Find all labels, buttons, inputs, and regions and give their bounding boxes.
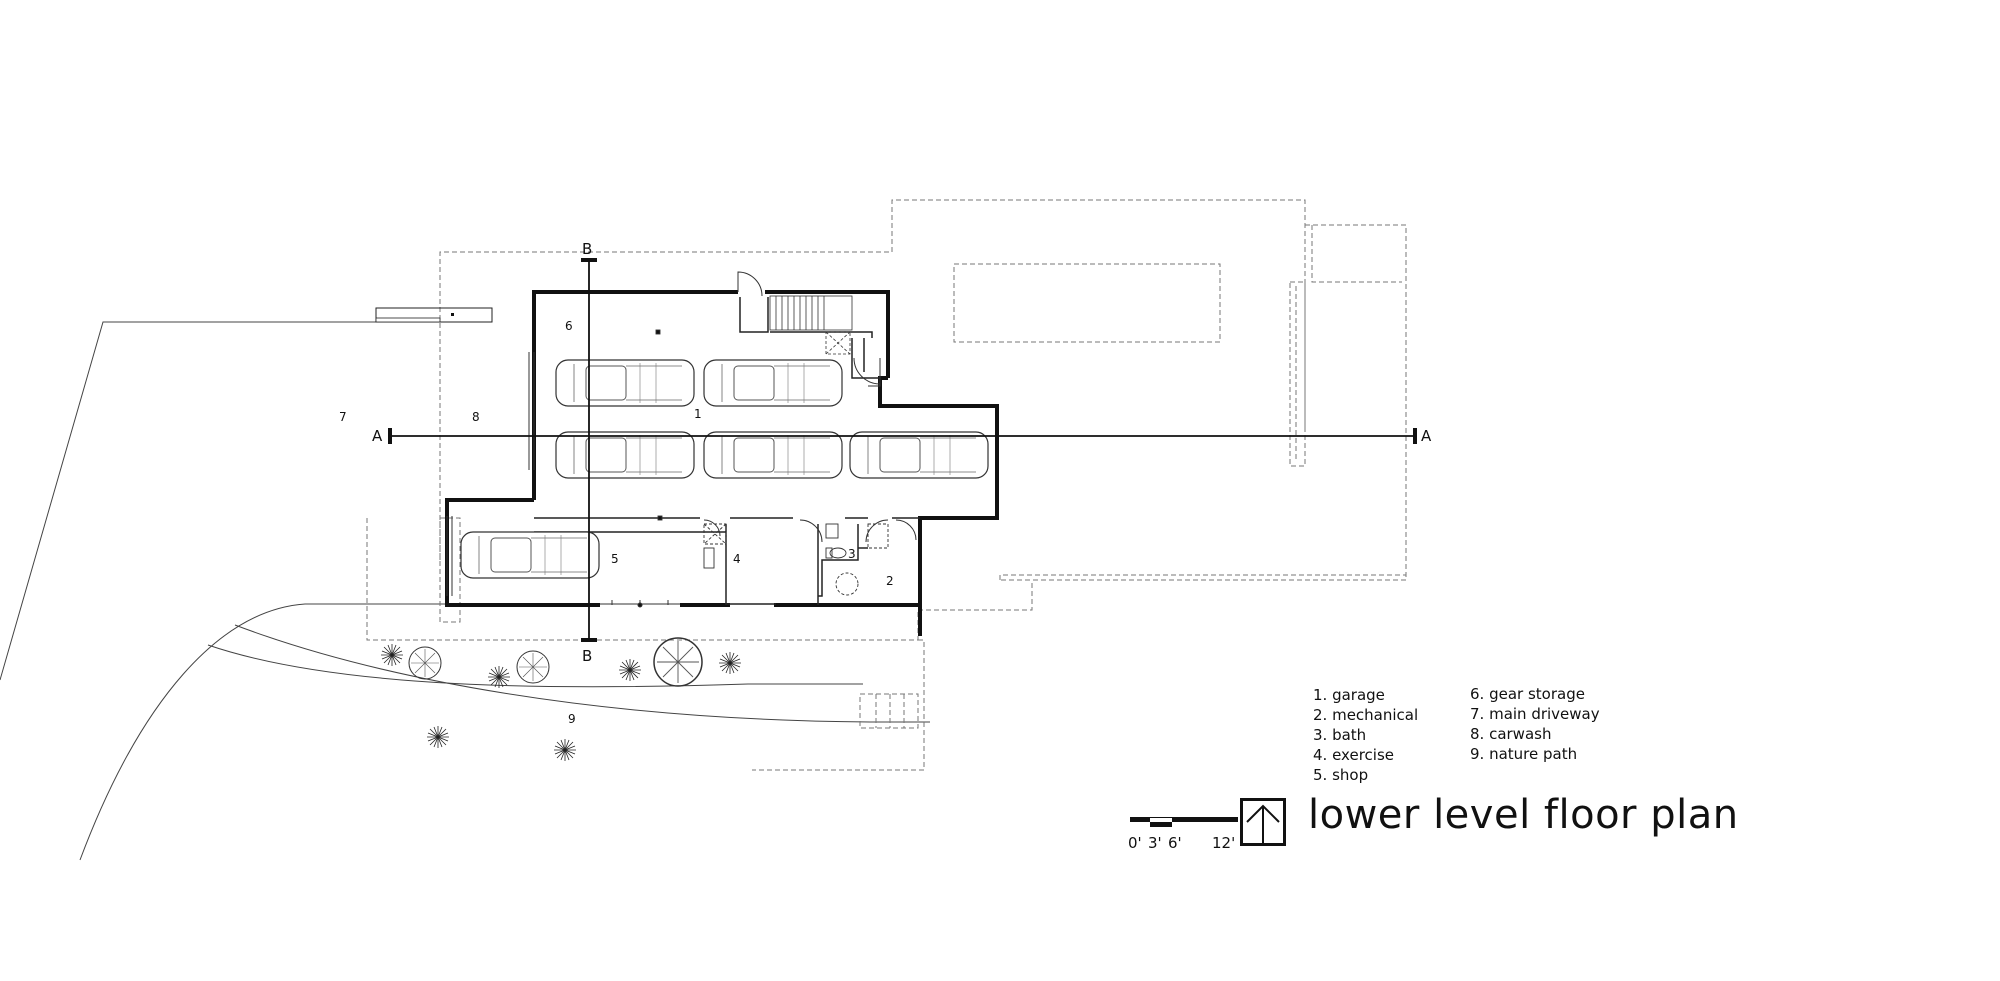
doors: [600, 271, 917, 608]
section-label-a-right: A: [1421, 427, 1432, 445]
room-label-6: 6: [565, 319, 573, 333]
scale-label-3: 3': [1148, 834, 1162, 852]
stairs: [769, 295, 853, 355]
section-line-b: [581, 258, 597, 642]
section-line-a: [388, 428, 1417, 444]
room-label-8: 8: [472, 410, 480, 424]
section-label-a-left: A: [372, 427, 383, 445]
room-label-4: 4: [733, 552, 741, 566]
room-label-2: 2: [886, 574, 894, 588]
room-label-9: 9: [568, 712, 576, 726]
legend-item: 7. main driveway: [1470, 705, 1600, 723]
legend-item: 1. garage: [1313, 686, 1385, 704]
legend-item: 6. gear storage: [1470, 685, 1585, 703]
legend-item: 9. nature path: [1470, 745, 1578, 763]
legend-item: 2. mechanical: [1313, 706, 1419, 724]
site-lines: [0, 321, 930, 861]
legend-column-2: 6. gear storage 7. main driveway 8. carw…: [1470, 684, 1600, 764]
room-label-7: 7: [339, 410, 347, 424]
scale-label-6: 6': [1168, 834, 1182, 852]
room-label-5: 5: [611, 552, 619, 566]
section-label-b-bottom: B: [582, 647, 592, 665]
scale-label-0: 0': [1128, 834, 1142, 852]
legend-item: 5. shop: [1313, 766, 1369, 784]
room-label-1: 1: [694, 407, 702, 421]
legend-item: 3. bath: [1313, 726, 1367, 744]
page-title: lower level floor plan: [1308, 792, 1739, 838]
section-label-b-top: B: [582, 240, 592, 258]
planter: [375, 307, 493, 323]
upper-level-outline: [366, 199, 1407, 771]
legend-item: 8. carwash: [1470, 725, 1552, 743]
parked-cars: [460, 359, 989, 579]
room-label-3: 3: [848, 547, 856, 561]
carwash-glazing: [446, 352, 535, 596]
legend-item: 4. exercise: [1313, 746, 1394, 764]
north-arrow-icon: [1240, 798, 1286, 846]
scale-label-12: 12': [1212, 834, 1235, 852]
scale-bar: [1130, 817, 1238, 827]
legend-column-1: 1. garage 2. mechanical 3. bath 4. exerc…: [1313, 685, 1418, 785]
bath-fixtures: [655, 329, 889, 596]
trees: [380, 637, 742, 762]
